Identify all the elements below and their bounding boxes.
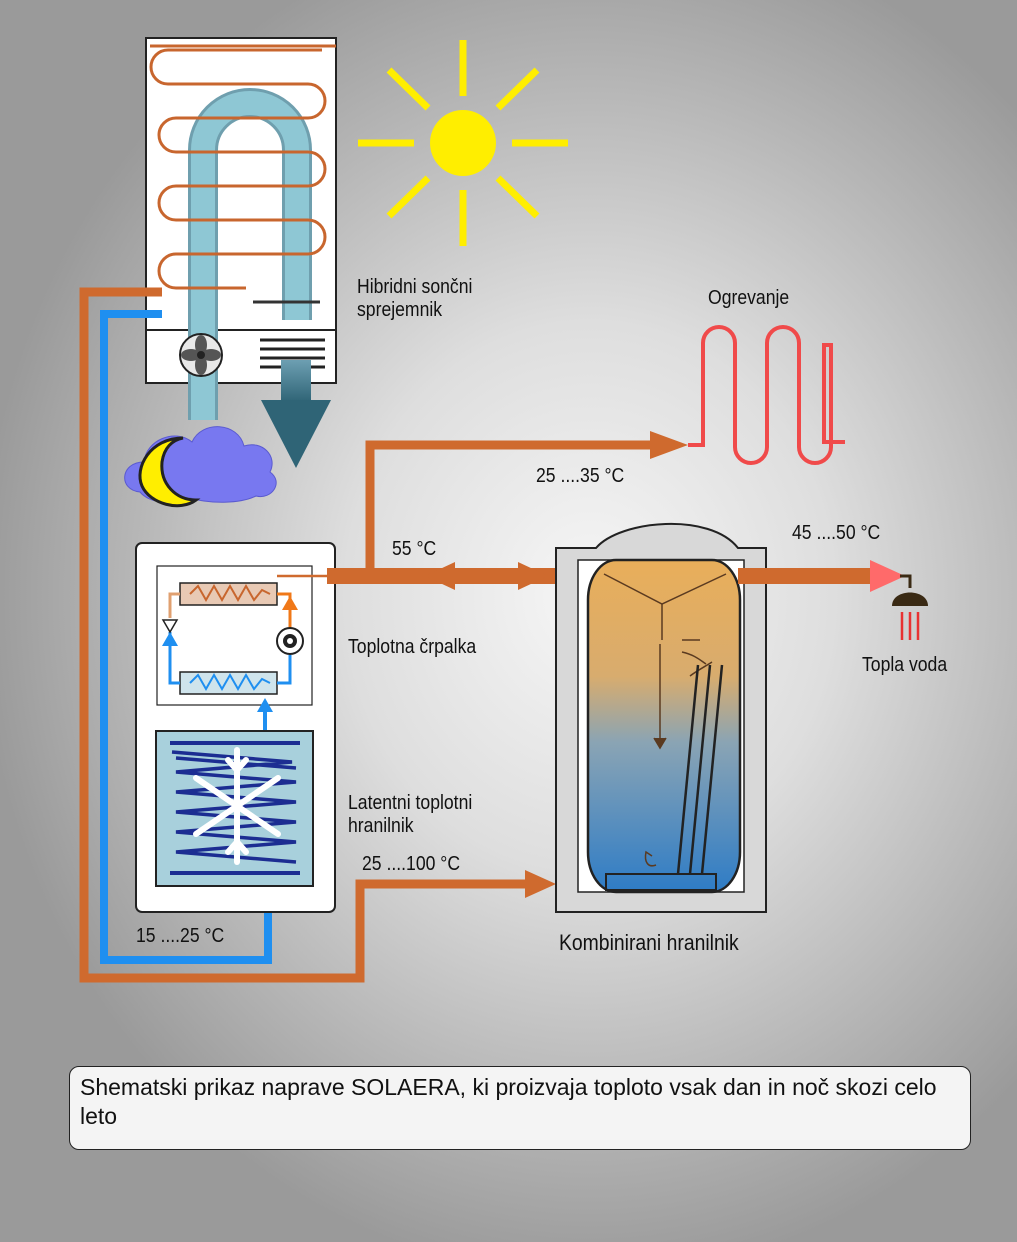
caption-box: Shematski prikaz naprave SOLAERA, ki pro… xyxy=(69,1066,971,1150)
latent-label-line2: hranilnik xyxy=(348,815,414,837)
pump-output-back-arrow xyxy=(425,562,455,590)
hot-pipe-arrow xyxy=(525,870,556,898)
latent-return-temp-label: 15 ....25 °C xyxy=(136,925,225,947)
cold-pipe xyxy=(100,310,272,964)
snowflake-icon xyxy=(193,747,281,865)
vent-grille-icon xyxy=(260,338,325,369)
heating-label: Ogrevanje xyxy=(708,287,790,309)
combined-storage-tank xyxy=(555,523,767,913)
collector-label-line2: sprejemnik xyxy=(357,299,443,321)
condenser-coil xyxy=(189,583,271,603)
sun-icon xyxy=(358,40,568,246)
heating-temp-label: 25 ....35 °C xyxy=(536,465,625,487)
evaporator xyxy=(179,671,278,695)
fan-icon xyxy=(179,333,223,377)
heating-arrow xyxy=(650,431,688,459)
hot-pipe xyxy=(79,287,530,983)
heat-pump-label: Toplotna črpalka xyxy=(348,636,477,658)
hot-water-arrow xyxy=(870,560,905,592)
blue-flow-arrow xyxy=(162,632,178,646)
hot-water-pipe xyxy=(738,568,873,584)
tap-icon xyxy=(892,574,928,640)
storage-input-temp-label: 25 ....100 °C xyxy=(362,853,461,875)
exhaust-arrow xyxy=(261,360,331,468)
evaporator-feed-arrow xyxy=(257,698,273,712)
pump-to-heating-pipe xyxy=(365,440,655,574)
collector-label-line1: Hibridni sončni xyxy=(357,276,473,298)
orange-flow-arrow xyxy=(282,596,298,610)
latent-label-line1: Latentni toplotni xyxy=(348,792,473,814)
evaporator-coil xyxy=(189,672,271,692)
refrigerant-hot-line xyxy=(168,592,180,618)
heating-coil-icon xyxy=(688,325,845,465)
condenser xyxy=(179,582,278,606)
caption-text: Shematski prikaz naprave SOLAERA, ki pro… xyxy=(80,1074,937,1129)
expansion-valve-icon xyxy=(161,619,179,634)
compressor-icon xyxy=(276,627,304,655)
hot-water-label: Topla voda xyxy=(862,654,948,676)
latent-heat-store xyxy=(155,730,314,887)
pump-output-temp-label: 55 °C xyxy=(392,538,437,560)
refrigerant-cold-line xyxy=(168,632,180,685)
pump-output-forward-arrow xyxy=(518,562,548,590)
refrigerant-compressed-line xyxy=(277,592,292,628)
refrigerant-return-line xyxy=(277,655,292,685)
combined-storage-label: Kombinirani hranilnik xyxy=(559,930,739,955)
hot-water-temp-label: 45 ....50 °C xyxy=(792,522,881,544)
hybrid-solar-collector xyxy=(145,37,337,420)
moon-icon xyxy=(138,436,201,508)
